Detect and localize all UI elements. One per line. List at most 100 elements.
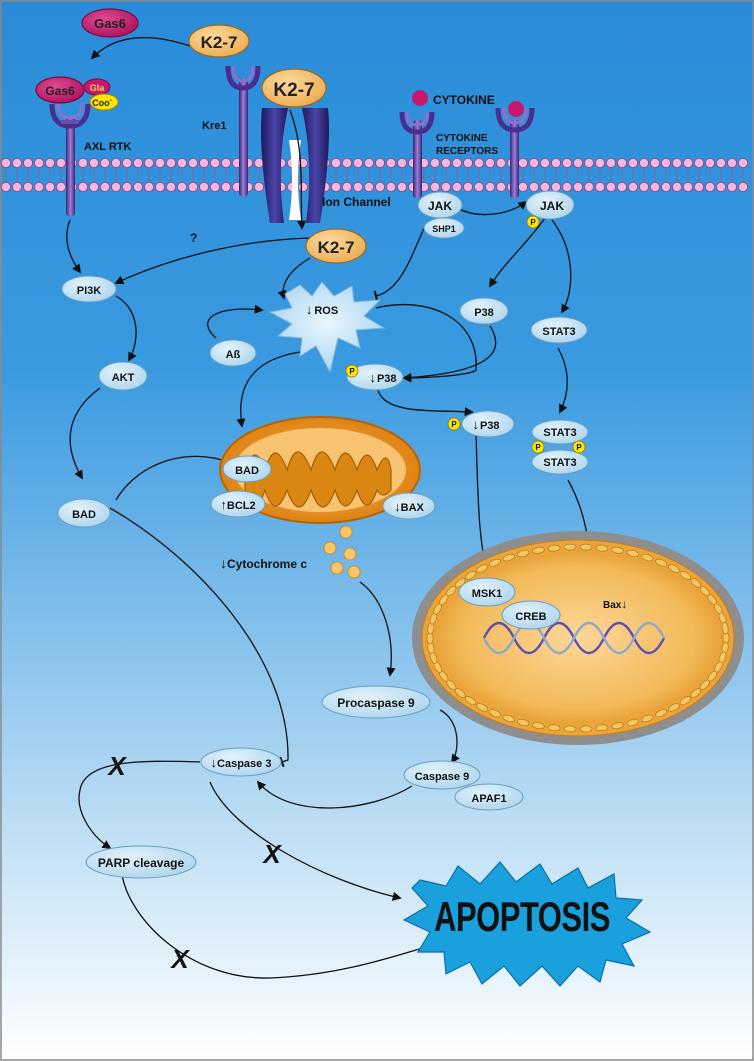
- block-mark-caspase3-parp: X: [106, 751, 127, 781]
- stat3-dimer-top-node: [531, 419, 589, 445]
- p38-phospho1-label: ↓P38: [369, 370, 396, 385]
- lipid-head: [661, 181, 672, 192]
- coo-node: [89, 93, 119, 111]
- coo-label: Coo-: [92, 97, 113, 108]
- p38-phospho2-badge: [447, 417, 461, 431]
- lipid-head: [341, 181, 352, 192]
- lipid-head: [529, 157, 540, 168]
- arrow-shp1-to-jak-right: [456, 200, 528, 216]
- bcl2-label: ↑BCL2: [220, 497, 255, 512]
- nuclear-pore: [488, 558, 501, 567]
- lipid-head: [45, 157, 56, 168]
- apaf1-node: [454, 783, 524, 811]
- arrow-axl-to-pi3k: [66, 219, 82, 274]
- nuclear-pore: [488, 709, 501, 718]
- lipid-head: [100, 157, 111, 168]
- caspase3-node: [200, 747, 282, 777]
- jak-right-label: JAK: [540, 199, 564, 213]
- lipid-head: [198, 157, 209, 168]
- lipid-head: [253, 181, 264, 192]
- msk1-node: [458, 577, 516, 607]
- lipid-head: [363, 157, 374, 168]
- nuclear-pore: [690, 688, 702, 698]
- nuclear-pore: [655, 558, 668, 567]
- lipid-head: [154, 181, 165, 192]
- lipid-head: [584, 181, 595, 192]
- lipid-head: [683, 157, 694, 168]
- lipid-head: [650, 157, 661, 168]
- cytochrome-c-label: ↓Cytochrome c: [220, 555, 307, 571]
- lipid-head: [374, 181, 385, 192]
- nuclear-pore: [547, 724, 561, 732]
- lipid-head: [165, 157, 176, 168]
- arrow-channel-to-k27: [289, 109, 307, 230]
- nuclear-pore: [679, 696, 692, 706]
- lipid-head: [187, 181, 198, 192]
- gla-label: Gla: [90, 83, 106, 93]
- bad-left-node: [57, 498, 111, 528]
- lipid-head: [176, 181, 187, 192]
- creb-node: [501, 600, 561, 630]
- k27-inside-label: K2-7: [318, 238, 355, 257]
- lipid-head: [374, 157, 385, 168]
- lipid-head: [122, 157, 133, 168]
- lipid-head: [45, 181, 56, 192]
- arrow-casp3-to-apoptosis: [209, 781, 402, 901]
- lipid-head: [143, 181, 154, 192]
- cytokine-receptors-label-line2: RECEPTORS: [436, 146, 498, 157]
- lipid-head: [100, 181, 111, 192]
- lipid-head: [111, 157, 122, 168]
- lipid-head: [78, 157, 89, 168]
- cytokine-receptor-right: [495, 101, 535, 198]
- lipid-head: [573, 181, 584, 192]
- nuclear-pore: [532, 722, 545, 730]
- lipid-head: [495, 157, 506, 168]
- bcl2-node: [210, 490, 266, 518]
- lipid-head: [738, 181, 749, 192]
- lipid-head: [617, 181, 628, 192]
- abeta-node: [209, 339, 257, 367]
- arrow-procasp9-to-casp9: [439, 709, 460, 764]
- arrow-ros-to-p38p: [375, 304, 477, 383]
- lipid-head: [143, 157, 154, 168]
- p38-phospho2-label: ↓P38: [472, 417, 499, 432]
- lipid-head: [672, 157, 683, 168]
- lipid-head: [727, 181, 738, 192]
- k27-inside-node: [305, 228, 367, 264]
- nuclear-pore: [595, 724, 609, 732]
- arrow-casp3-to-parp: [78, 760, 201, 849]
- lipid-head: [11, 181, 22, 192]
- lipid-head: [584, 157, 595, 168]
- lipid-head: [220, 181, 231, 192]
- p38-phospho2-p: P: [451, 420, 457, 429]
- akt-label: AKT: [112, 372, 135, 384]
- gas6-bound-node: [35, 76, 85, 104]
- apoptosis-burst: [402, 861, 652, 987]
- lipid-head: [341, 157, 352, 168]
- nuclear-pore: [563, 725, 577, 733]
- gas6-ligand-node: [81, 8, 139, 38]
- axl-receptor: [49, 101, 91, 216]
- stat3-phospho-left: [531, 440, 545, 454]
- apoptosis-label: APOPTOSIS: [434, 893, 610, 940]
- lipid-head: [209, 181, 220, 192]
- nuclear-pore: [563, 543, 577, 551]
- ion-channel: [261, 108, 329, 223]
- lipid-head: [132, 157, 143, 168]
- p38-phospho2-node: [461, 410, 515, 438]
- ion-channel-label: Ion Channel: [322, 195, 391, 209]
- ros-burst: [268, 281, 386, 374]
- lipid-head: [551, 181, 562, 192]
- lipid-head: [89, 157, 100, 168]
- bad-left-label: BAD: [72, 509, 96, 521]
- cytokine-label: CYTOKINE: [433, 93, 495, 107]
- inhibit-bad-to-casp3: [109, 507, 289, 768]
- p38-label: P38: [474, 307, 494, 319]
- nuclear-pore: [579, 543, 593, 551]
- nuclear-pore: [516, 718, 530, 727]
- p38-phospho1-p: P: [349, 367, 355, 376]
- stat3-node: [530, 316, 588, 344]
